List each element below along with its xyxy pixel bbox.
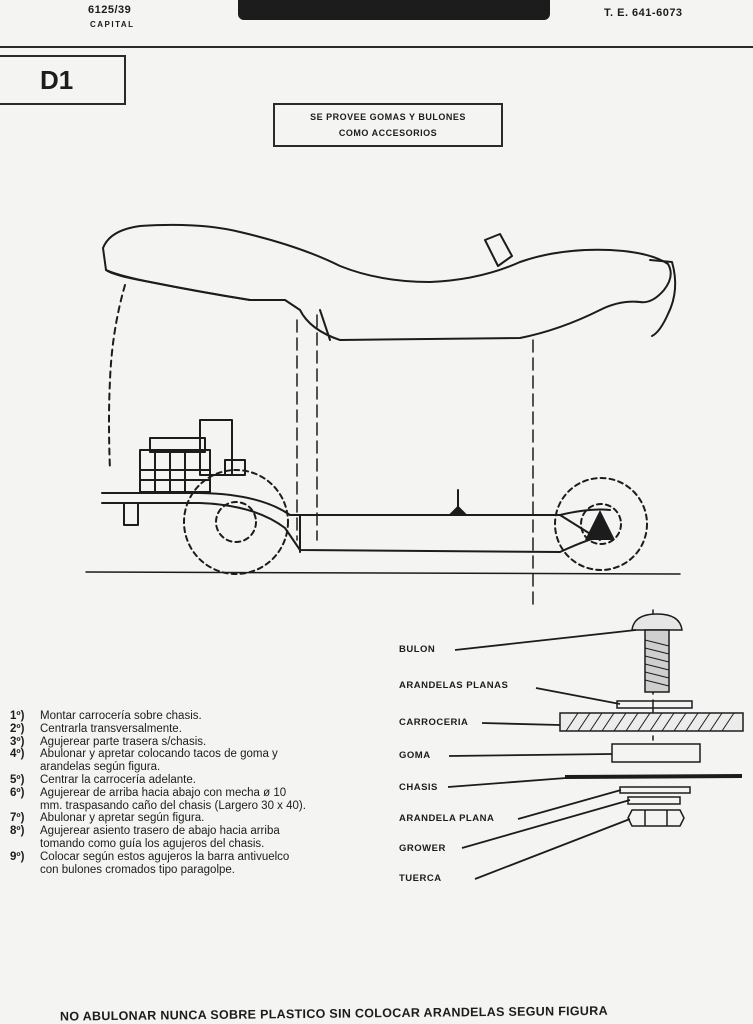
part-label-arandelas-planas: ARANDELAS PLANAS	[399, 680, 509, 691]
accessories-note-line2: COMO ACCESORIOS	[338, 128, 438, 138]
step-item: 5º) Centrar la carrocería adelante.	[10, 774, 310, 787]
footer-warning: NO ABULONAR NUNCA SOBRE PLASTICO SIN COL…	[59, 1003, 608, 1024]
nut	[627, 809, 685, 827]
front-wheel-drawing	[554, 477, 648, 571]
step-text: Agujerear de arriba hacia abajo con mech…	[40, 786, 306, 812]
step-item: 3º) Agujerear parte trasera s/chasis.	[10, 736, 310, 749]
step-text: Agujerear asiento trasero de abajo hacia…	[40, 825, 280, 850]
part-label-tuerca: TUERCA	[399, 873, 442, 884]
step-number: 9º)	[10, 850, 25, 863]
buggy-body-drawing	[102, 223, 677, 471]
part-label-bulon: BULON	[399, 644, 436, 655]
chassis-drawing	[101, 489, 611, 553]
part-label-grower: GROWER	[399, 843, 446, 854]
step-number: 5º)	[10, 773, 25, 786]
engine-drawing	[139, 419, 246, 493]
step-number: 4º)	[10, 748, 25, 761]
step-number: 1º)	[10, 710, 25, 722]
step-text: Montar carrocería sobre chasis.	[40, 710, 202, 722]
chassis-plate	[564, 774, 743, 779]
part-label-goma: GOMA	[399, 750, 431, 761]
step-number: 2º)	[10, 722, 25, 735]
body-panel	[559, 712, 744, 732]
accessories-note-line1: SE PROVEE GOMAS Y BULONES	[310, 112, 466, 122]
assembly-steps: 1º) Montar carrocería sobre chasis. 2º) Ce…	[10, 710, 310, 876]
step-item: 7º) Abulonar y apretar según figura.	[10, 812, 310, 825]
step-number: 3º)	[10, 735, 25, 748]
brand-logo	[238, 0, 550, 20]
rubber-pad	[611, 743, 701, 763]
step-item: 1º) Montar carrocería sobre chasis.	[10, 710, 310, 723]
step-text: Colocar según estos agujeros la barra an…	[40, 850, 290, 876]
step-item: 9º) Colocar según estos agujeros la barra…	[10, 851, 310, 877]
ground-line	[85, 571, 681, 575]
sheet-code: D1	[40, 64, 74, 95]
part-label-carroceria: CARROCERIA	[399, 717, 469, 728]
step-text: Centrar la carrocería adelante.	[40, 773, 196, 786]
address-line1: 6125/39	[88, 4, 132, 16]
step-item: 6º) Agujerear de arriba hacia abajo con m…	[10, 787, 310, 813]
step-text: Agujerear parte trasera s/chasis.	[40, 735, 207, 748]
step-text: Abulonar y apretar colocando tacos de go…	[40, 748, 278, 774]
step-number: 8º)	[10, 825, 25, 838]
leader-lines	[447, 629, 637, 880]
header-divider	[0, 46, 753, 48]
step-item: 4º) Abulonar y apretar colocando tacos de…	[10, 748, 310, 774]
step-item: 8º) Agujerear asiento trasero de abajo ha…	[10, 825, 310, 851]
grower-washer	[627, 796, 681, 805]
fastener-stack	[559, 613, 744, 827]
bolt-head	[631, 613, 683, 631]
assembly-drawing	[85, 223, 744, 880]
sheet-code-box: D1	[0, 55, 126, 105]
flat-washer	[619, 786, 691, 794]
step-number: 6º)	[10, 786, 25, 799]
step-text: Centrarla transversalmente.	[40, 722, 182, 735]
step-number: 7º)	[10, 812, 25, 825]
phone-number: T. E. 641-6073	[604, 7, 683, 19]
part-label-arandela-plana: ARANDELA PLANA	[399, 813, 495, 824]
step-text: Abulonar y apretar según figura.	[40, 812, 205, 825]
flat-washers	[616, 700, 693, 709]
step-item: 2º) Centrarla transversalmente.	[10, 723, 310, 736]
part-label-chasis: CHASIS	[399, 782, 438, 793]
rear-wheel-drawing	[183, 469, 289, 575]
address-line2: CAPITAL	[90, 20, 135, 29]
accessories-note: SE PROVEE GOMAS Y BULONES COMO ACCESORIO…	[273, 103, 503, 147]
